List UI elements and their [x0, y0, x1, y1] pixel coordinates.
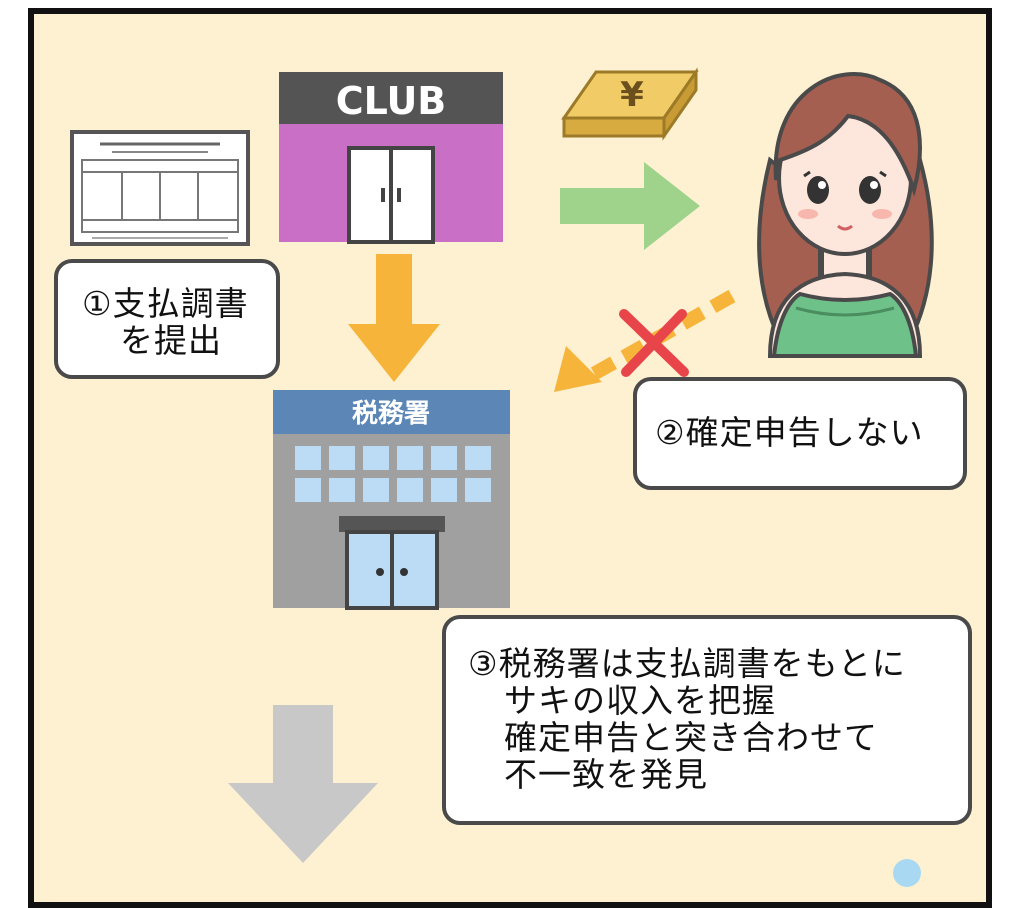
green-right-arrow-icon — [560, 162, 700, 250]
blue-circle-decoration — [893, 859, 921, 887]
red-cross-icon — [619, 309, 689, 377]
hostess-woman-icon — [757, 72, 934, 358]
step1-line-1: ①支払調書 — [82, 284, 249, 323]
step3-line-3: 確定申告と突き合わせて — [504, 718, 878, 757]
step3-line-1: ③税務署は支払調書をもとに — [468, 644, 906, 683]
yen-money-bundle-icon: ¥ — [561, 67, 699, 141]
yen-symbol: ¥ — [620, 75, 644, 115]
orange-down-arrow-icon — [348, 254, 440, 382]
payment-record-document-icon — [70, 130, 250, 246]
club-sign-text: CLUB — [336, 79, 447, 123]
tax-office-building-icon: 税務署 — [273, 390, 510, 610]
step3-line-4: 不一致を発見 — [504, 755, 708, 794]
gray-down-arrow-icon — [228, 705, 378, 863]
step1-bubble: ①支払調書 を提出 — [54, 259, 280, 379]
step3-line-2: サキの収入を把握 — [504, 681, 776, 720]
tax-office-sign-text: 税務署 — [352, 399, 430, 429]
step1-line-2: を提出 — [120, 321, 222, 360]
step3-bubble: ③税務署は支払調書をもとに サキの収入を把握 確定申告と突き合わせて 不一致を発… — [442, 615, 972, 825]
step2-text: ②確定申告しない — [655, 413, 924, 452]
club-building-icon: CLUB — [279, 72, 503, 244]
step2-bubble: ②確定申告しない — [633, 377, 967, 490]
